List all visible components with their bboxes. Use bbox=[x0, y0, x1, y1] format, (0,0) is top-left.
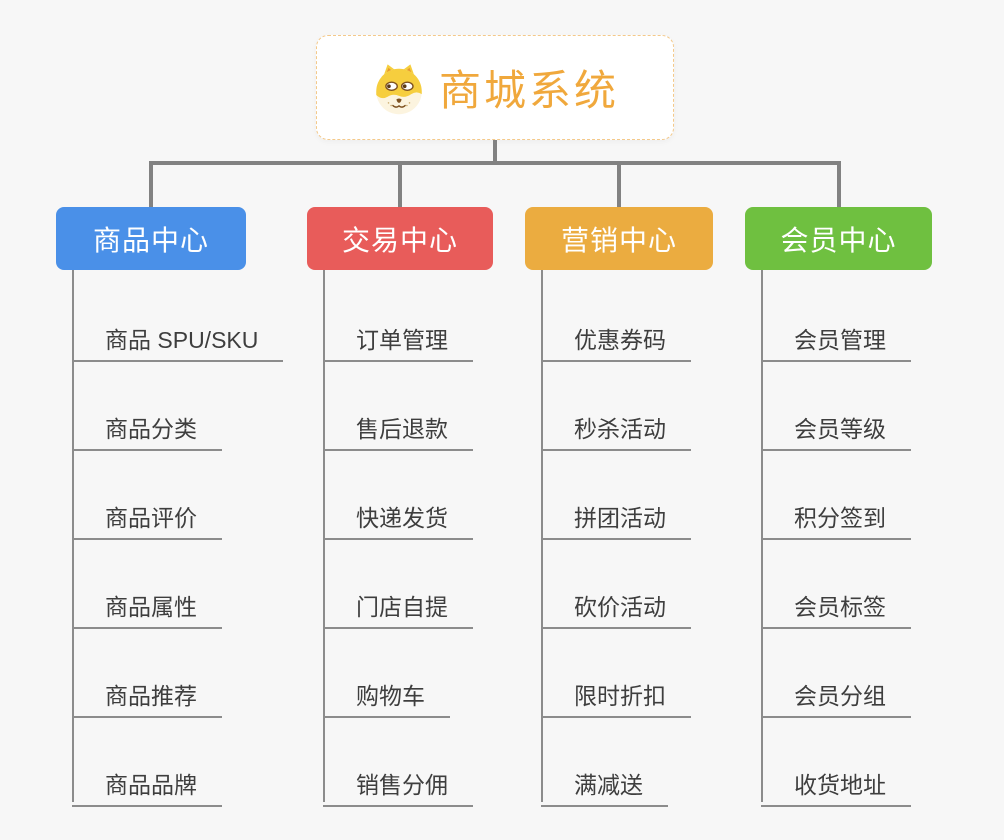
leaf-node[interactable]: 会员标签 bbox=[761, 584, 911, 629]
leaf-label: 砍价活动 bbox=[574, 594, 666, 620]
leaf-node[interactable]: 积分签到 bbox=[761, 495, 911, 540]
connector-drop-line bbox=[617, 161, 621, 207]
leaf-node[interactable]: 商品品牌 bbox=[72, 762, 222, 807]
leaf-label: 门店自提 bbox=[356, 594, 448, 620]
branch-trunk-line bbox=[761, 270, 763, 802]
leaf-label: 限时折扣 bbox=[574, 683, 666, 709]
leaf-node[interactable]: 订单管理 bbox=[323, 317, 473, 362]
horizontal-connector-line bbox=[149, 161, 840, 165]
leaf-node[interactable]: 砍价活动 bbox=[541, 584, 691, 629]
dog-face-icon bbox=[376, 63, 422, 114]
leaf-label: 商品 SPU/SKU bbox=[105, 327, 259, 353]
leaf-label: 商品属性 bbox=[105, 594, 197, 620]
leaf-label: 会员等级 bbox=[794, 416, 886, 442]
leaf-node[interactable]: 商品评价 bbox=[72, 495, 222, 540]
connector-drop-line bbox=[149, 161, 153, 207]
leaf-label: 收货地址 bbox=[794, 772, 886, 798]
leaf-label: 售后退款 bbox=[356, 416, 448, 442]
leaf-node[interactable]: 商品 SPU/SKU bbox=[72, 317, 284, 362]
leaf-label: 拼团活动 bbox=[574, 505, 666, 531]
leaf-label: 积分签到 bbox=[794, 505, 886, 531]
branch-label: 会员中心 bbox=[780, 224, 897, 256]
branch-node-3[interactable]: 营销中心 bbox=[525, 207, 713, 270]
branch-label: 交易中心 bbox=[341, 224, 458, 256]
branch-node-2[interactable]: 交易中心 bbox=[307, 207, 493, 270]
leaf-node[interactable]: 销售分佣 bbox=[323, 762, 473, 807]
branch-label: 商品中心 bbox=[92, 224, 209, 256]
leaf-label: 秒杀活动 bbox=[574, 416, 666, 442]
leaf-label: 快递发货 bbox=[356, 505, 448, 531]
leaf-label: 销售分佣 bbox=[356, 772, 448, 798]
leaf-node[interactable]: 会员管理 bbox=[761, 317, 911, 362]
branch-node-4[interactable]: 会员中心 bbox=[745, 207, 932, 270]
leaf-node[interactable]: 门店自提 bbox=[323, 584, 473, 629]
leaf-node[interactable]: 收货地址 bbox=[761, 762, 911, 807]
leaf-node[interactable]: 商品分类 bbox=[72, 406, 222, 451]
branch-trunk-line bbox=[323, 270, 325, 802]
leaf-node[interactable]: 商品推荐 bbox=[72, 673, 222, 718]
leaf-node[interactable]: 商品属性 bbox=[72, 584, 222, 629]
leaf-node[interactable]: 秒杀活动 bbox=[541, 406, 691, 451]
leaf-node[interactable]: 限时折扣 bbox=[541, 673, 691, 718]
leaf-label: 商品推荐 bbox=[105, 683, 197, 709]
branch-trunk-line bbox=[72, 270, 74, 802]
leaf-node[interactable]: 购物车 bbox=[323, 673, 450, 718]
leaf-label: 满减送 bbox=[574, 772, 643, 798]
leaf-label: 商品品牌 bbox=[105, 772, 197, 798]
leaf-label: 会员分组 bbox=[794, 683, 886, 709]
branch-trunk-line bbox=[541, 270, 543, 802]
leaf-node[interactable]: 会员等级 bbox=[761, 406, 911, 451]
leaf-label: 优惠券码 bbox=[574, 327, 666, 353]
leaf-node[interactable]: 优惠券码 bbox=[541, 317, 691, 362]
branch-node-1[interactable]: 商品中心 bbox=[56, 207, 246, 270]
connector-drop-line bbox=[398, 161, 402, 207]
leaf-label: 会员标签 bbox=[794, 594, 886, 620]
root-node[interactable]: 商城系统 bbox=[316, 35, 674, 140]
leaf-label: 订单管理 bbox=[356, 327, 448, 353]
leaf-label: 购物车 bbox=[356, 683, 425, 709]
leaf-node[interactable]: 售后退款 bbox=[323, 406, 473, 451]
leaf-node[interactable]: 快递发货 bbox=[323, 495, 473, 540]
leaf-label: 会员管理 bbox=[794, 327, 886, 353]
connector-drop-line bbox=[836, 161, 841, 207]
root-trunk-line bbox=[493, 140, 497, 162]
leaf-node[interactable]: 满减送 bbox=[541, 762, 668, 807]
root-title: 商城系统 bbox=[438, 67, 619, 114]
leaf-node[interactable]: 拼团活动 bbox=[541, 495, 691, 540]
leaf-node[interactable]: 会员分组 bbox=[761, 673, 911, 718]
branch-label: 营销中心 bbox=[560, 224, 677, 256]
leaf-label: 商品分类 bbox=[105, 416, 197, 442]
leaf-label: 商品评价 bbox=[105, 505, 197, 531]
